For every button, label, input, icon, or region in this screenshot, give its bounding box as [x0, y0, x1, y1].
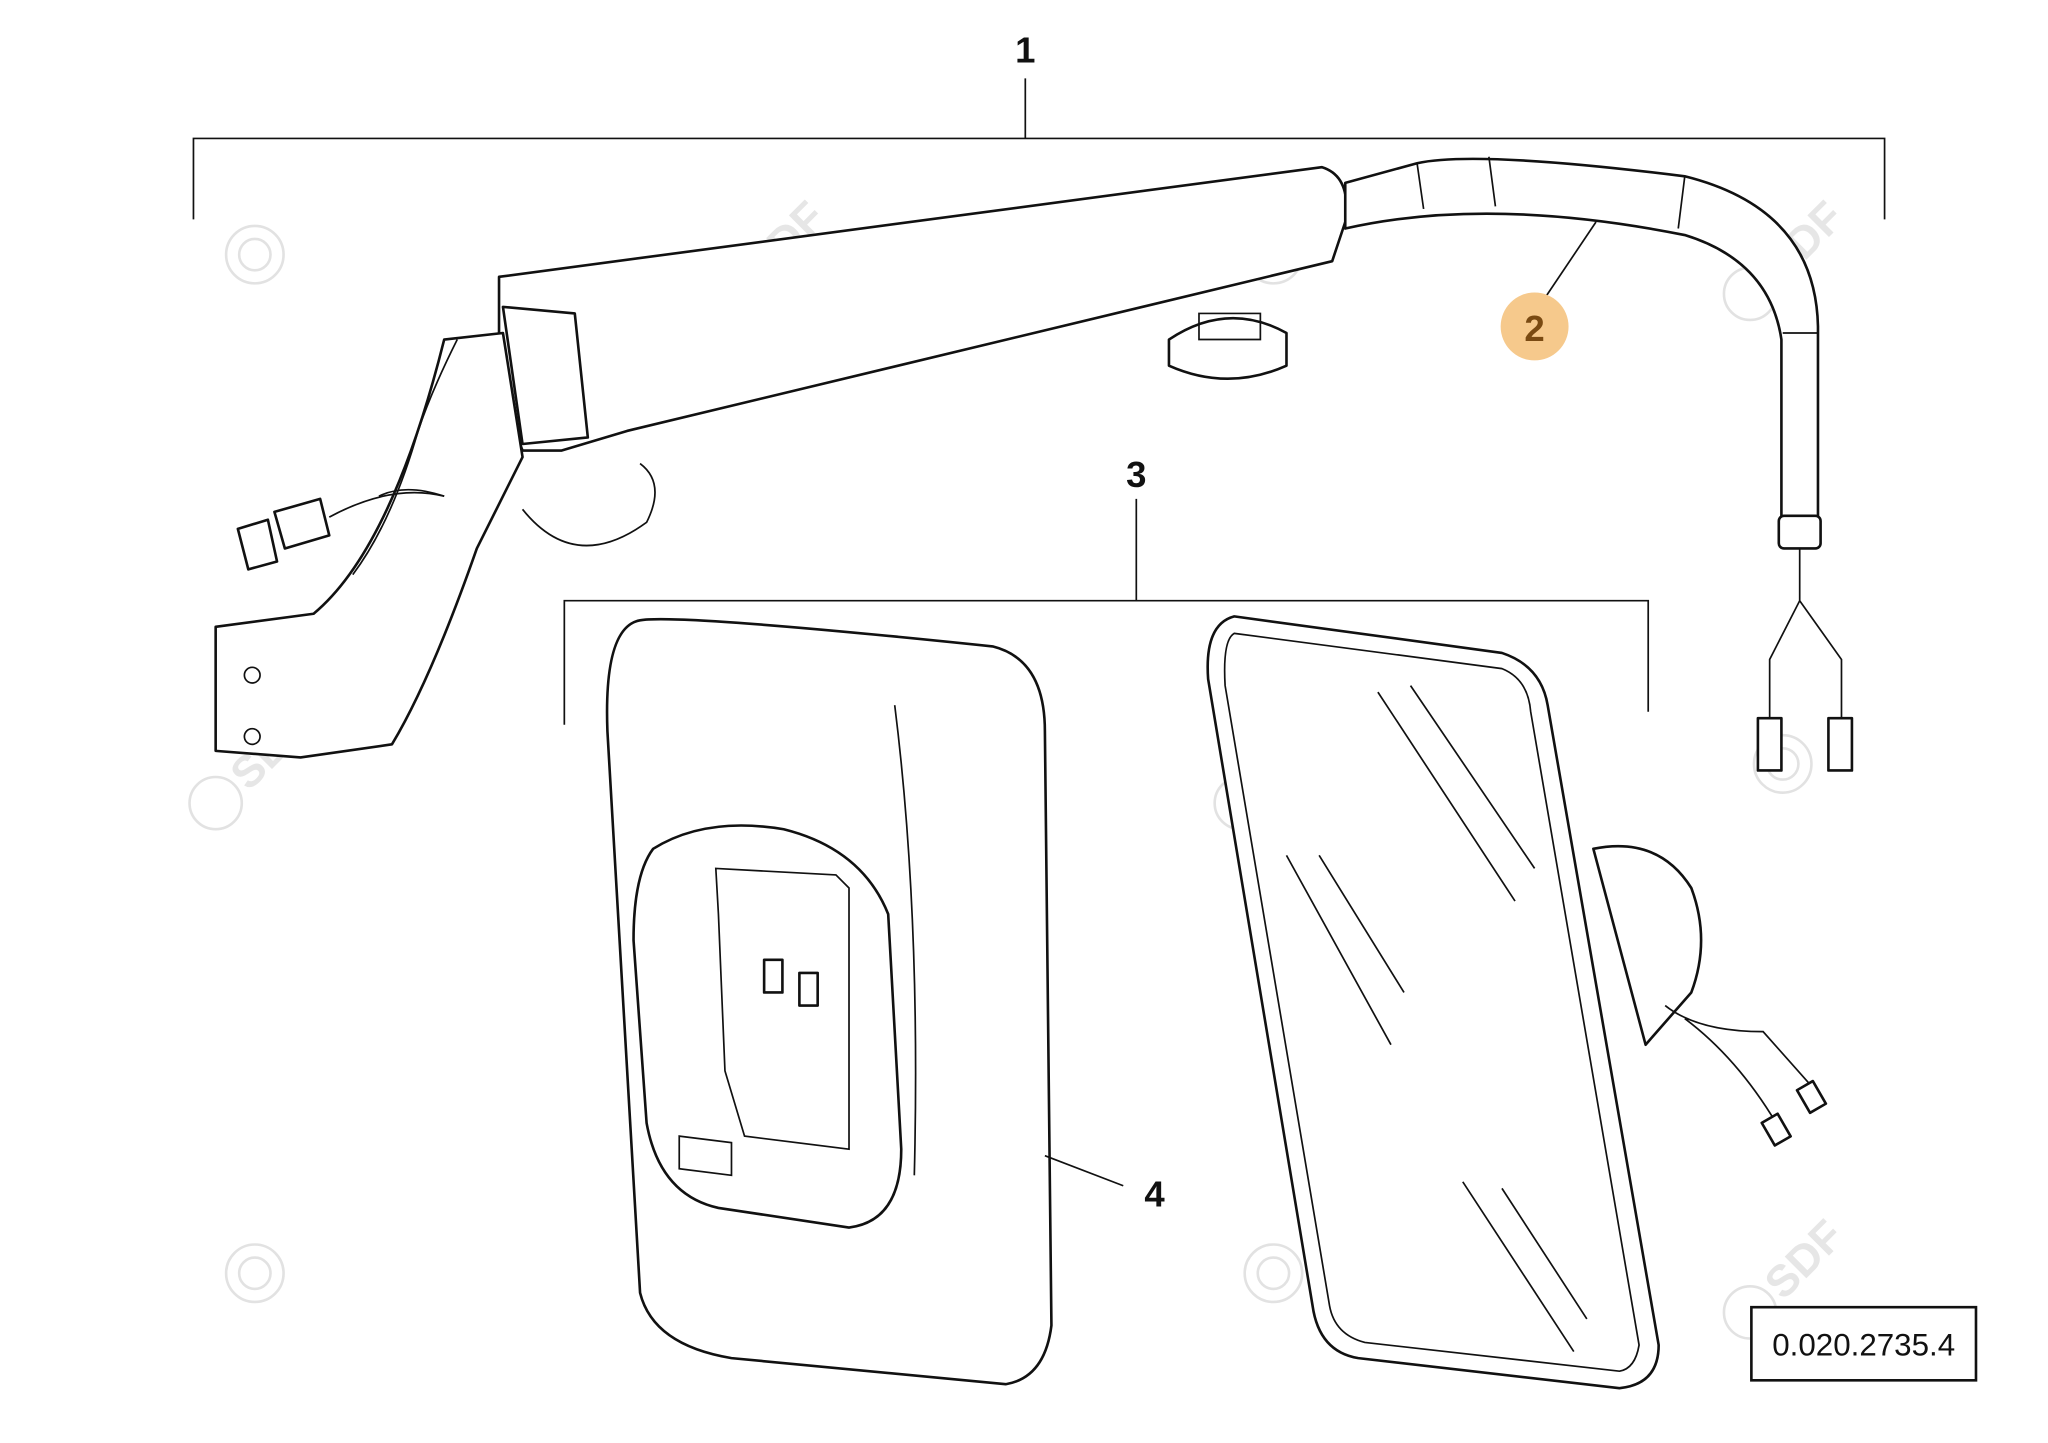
callout-2-highlight — [1500, 292, 1569, 361]
svg-text:2: 2 — [1524, 308, 1544, 349]
reference-number: 0.020.2735.4 — [1772, 1328, 1955, 1363]
callout-bracket-1 — [192, 78, 1886, 220]
callout-bracket-3 — [563, 498, 1650, 725]
mirror-arm — [214, 156, 1854, 772]
mirror-housing — [605, 617, 1053, 1386]
callout-4[interactable]: 4 — [1144, 1174, 1165, 1215]
mirror-glass — [1206, 615, 1828, 1390]
callout-1[interactable]: 1 — [1015, 30, 1035, 71]
callout-leader-2 — [1544, 221, 1597, 299]
callout-3[interactable]: 3 — [1126, 454, 1146, 495]
callout-2[interactable]: 2 — [1500, 292, 1569, 361]
callout-leader-4 — [1044, 1154, 1124, 1187]
svg-text:SDF: SDF — [1756, 1211, 1853, 1308]
reference-number-box: 0.020.2735.4 — [1750, 1305, 1978, 1382]
